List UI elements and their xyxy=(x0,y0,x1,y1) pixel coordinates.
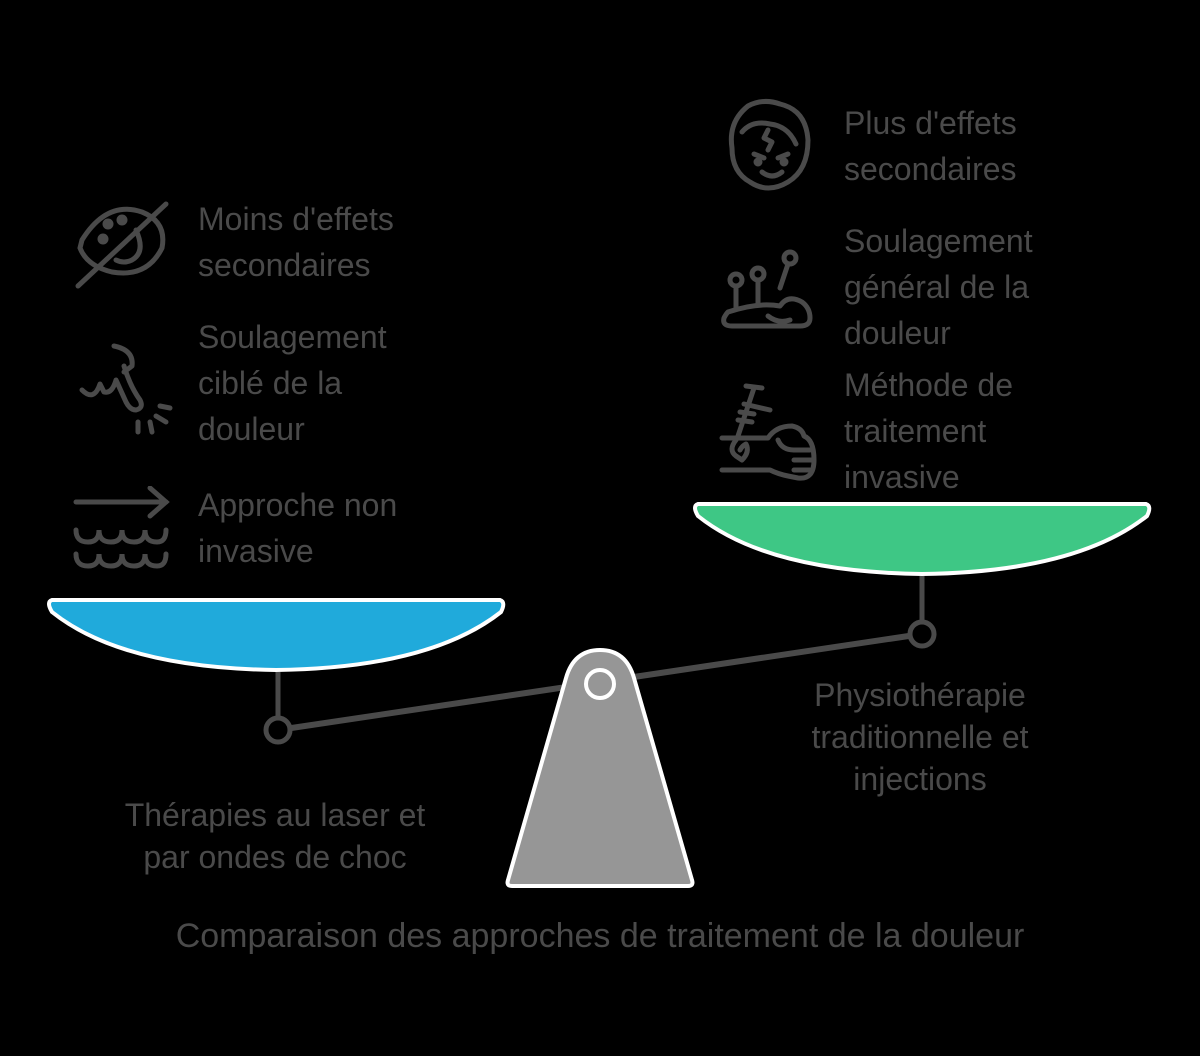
diagram-title: Comparaison des approches de traitement … xyxy=(175,917,1025,955)
pointing-hand-icon xyxy=(74,336,174,436)
syringe-arm-icon xyxy=(718,380,818,484)
left-item-1-text: Moins d'effets secondaires xyxy=(198,201,394,283)
right-item-2-text: Soulagement général de la douleur xyxy=(844,223,1033,351)
right-item-3-text: Méthode de traitement invasive xyxy=(844,367,1014,495)
left-item-3-text: Approche non invasive xyxy=(198,487,398,569)
arrow-waves-icon xyxy=(72,486,172,572)
left-pan xyxy=(47,598,506,673)
right-pivot xyxy=(907,619,937,649)
pained-face-icon xyxy=(718,96,818,196)
right-item-1-text: Plus d'effets secondaires xyxy=(844,105,1017,187)
right-option-label: Physiothérapie traditionnelle et injecti… xyxy=(811,677,1029,797)
left-option-label: Thérapies au laser et par ondes de choc xyxy=(124,797,426,875)
acupuncture-needles-icon xyxy=(718,244,818,334)
left-item-2-text: Soulagement ciblé de la douleur xyxy=(198,319,387,447)
fulcrum-pivot xyxy=(584,668,616,700)
right-pan xyxy=(693,502,1152,577)
fulcrum xyxy=(505,647,695,888)
left-pivot xyxy=(263,715,293,745)
crossed-eye-icon xyxy=(72,200,172,290)
